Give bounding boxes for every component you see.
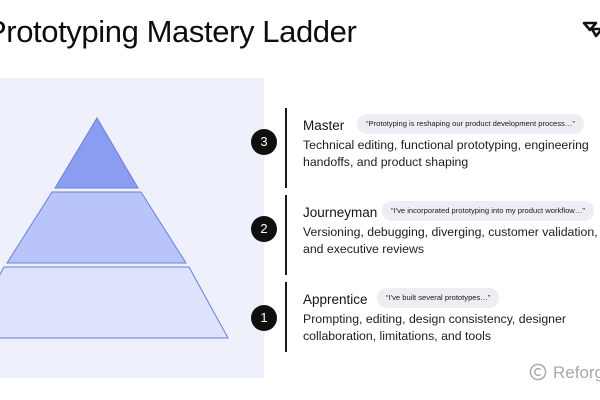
tier-quote: “Prototyping is reshaping our product de… bbox=[357, 114, 584, 134]
brand-name: Reforge bbox=[553, 363, 600, 382]
tier-journeyman: 2 Journeyman “I've incorporated prototyp… bbox=[251, 195, 600, 275]
pyramid-tier-master bbox=[54, 117, 139, 189]
pyramid-tier-journeyman bbox=[6, 191, 187, 264]
tier-description: Technical editing, functional prototypin… bbox=[303, 138, 589, 169]
tier-name: Journeyman bbox=[303, 205, 378, 220]
tier-description: Prompting, editing, design consistency, … bbox=[303, 312, 566, 343]
tier-quote: “I've built several prototypes…” bbox=[377, 288, 500, 308]
pyramid-tier-apprentice bbox=[0, 266, 229, 339]
tier-divider bbox=[285, 282, 287, 352]
page-title: Prototyping Mastery Ladder bbox=[0, 14, 357, 49]
tier-number-badge: 1 bbox=[251, 305, 277, 331]
tier-number-badge: 3 bbox=[251, 129, 277, 155]
tier-number-badge: 2 bbox=[251, 216, 277, 242]
copyright-icon bbox=[529, 363, 547, 381]
mastery-pyramid bbox=[0, 117, 229, 339]
tier-divider bbox=[285, 108, 287, 188]
tier-apprentice: 1 Apprentice “I've built several prototy… bbox=[251, 282, 600, 352]
tier-name: Master bbox=[303, 118, 345, 133]
tier-name: Apprentice bbox=[303, 292, 368, 307]
tier-description: Versioning, debugging, diverging, custom… bbox=[303, 225, 598, 256]
tier-divider bbox=[285, 195, 287, 275]
tier-quote: “I've incorporated prototyping into my p… bbox=[382, 201, 594, 221]
tier-master: 3 Master “Prototyping is reshaping our p… bbox=[251, 108, 600, 188]
logo-icon bbox=[582, 21, 600, 38]
